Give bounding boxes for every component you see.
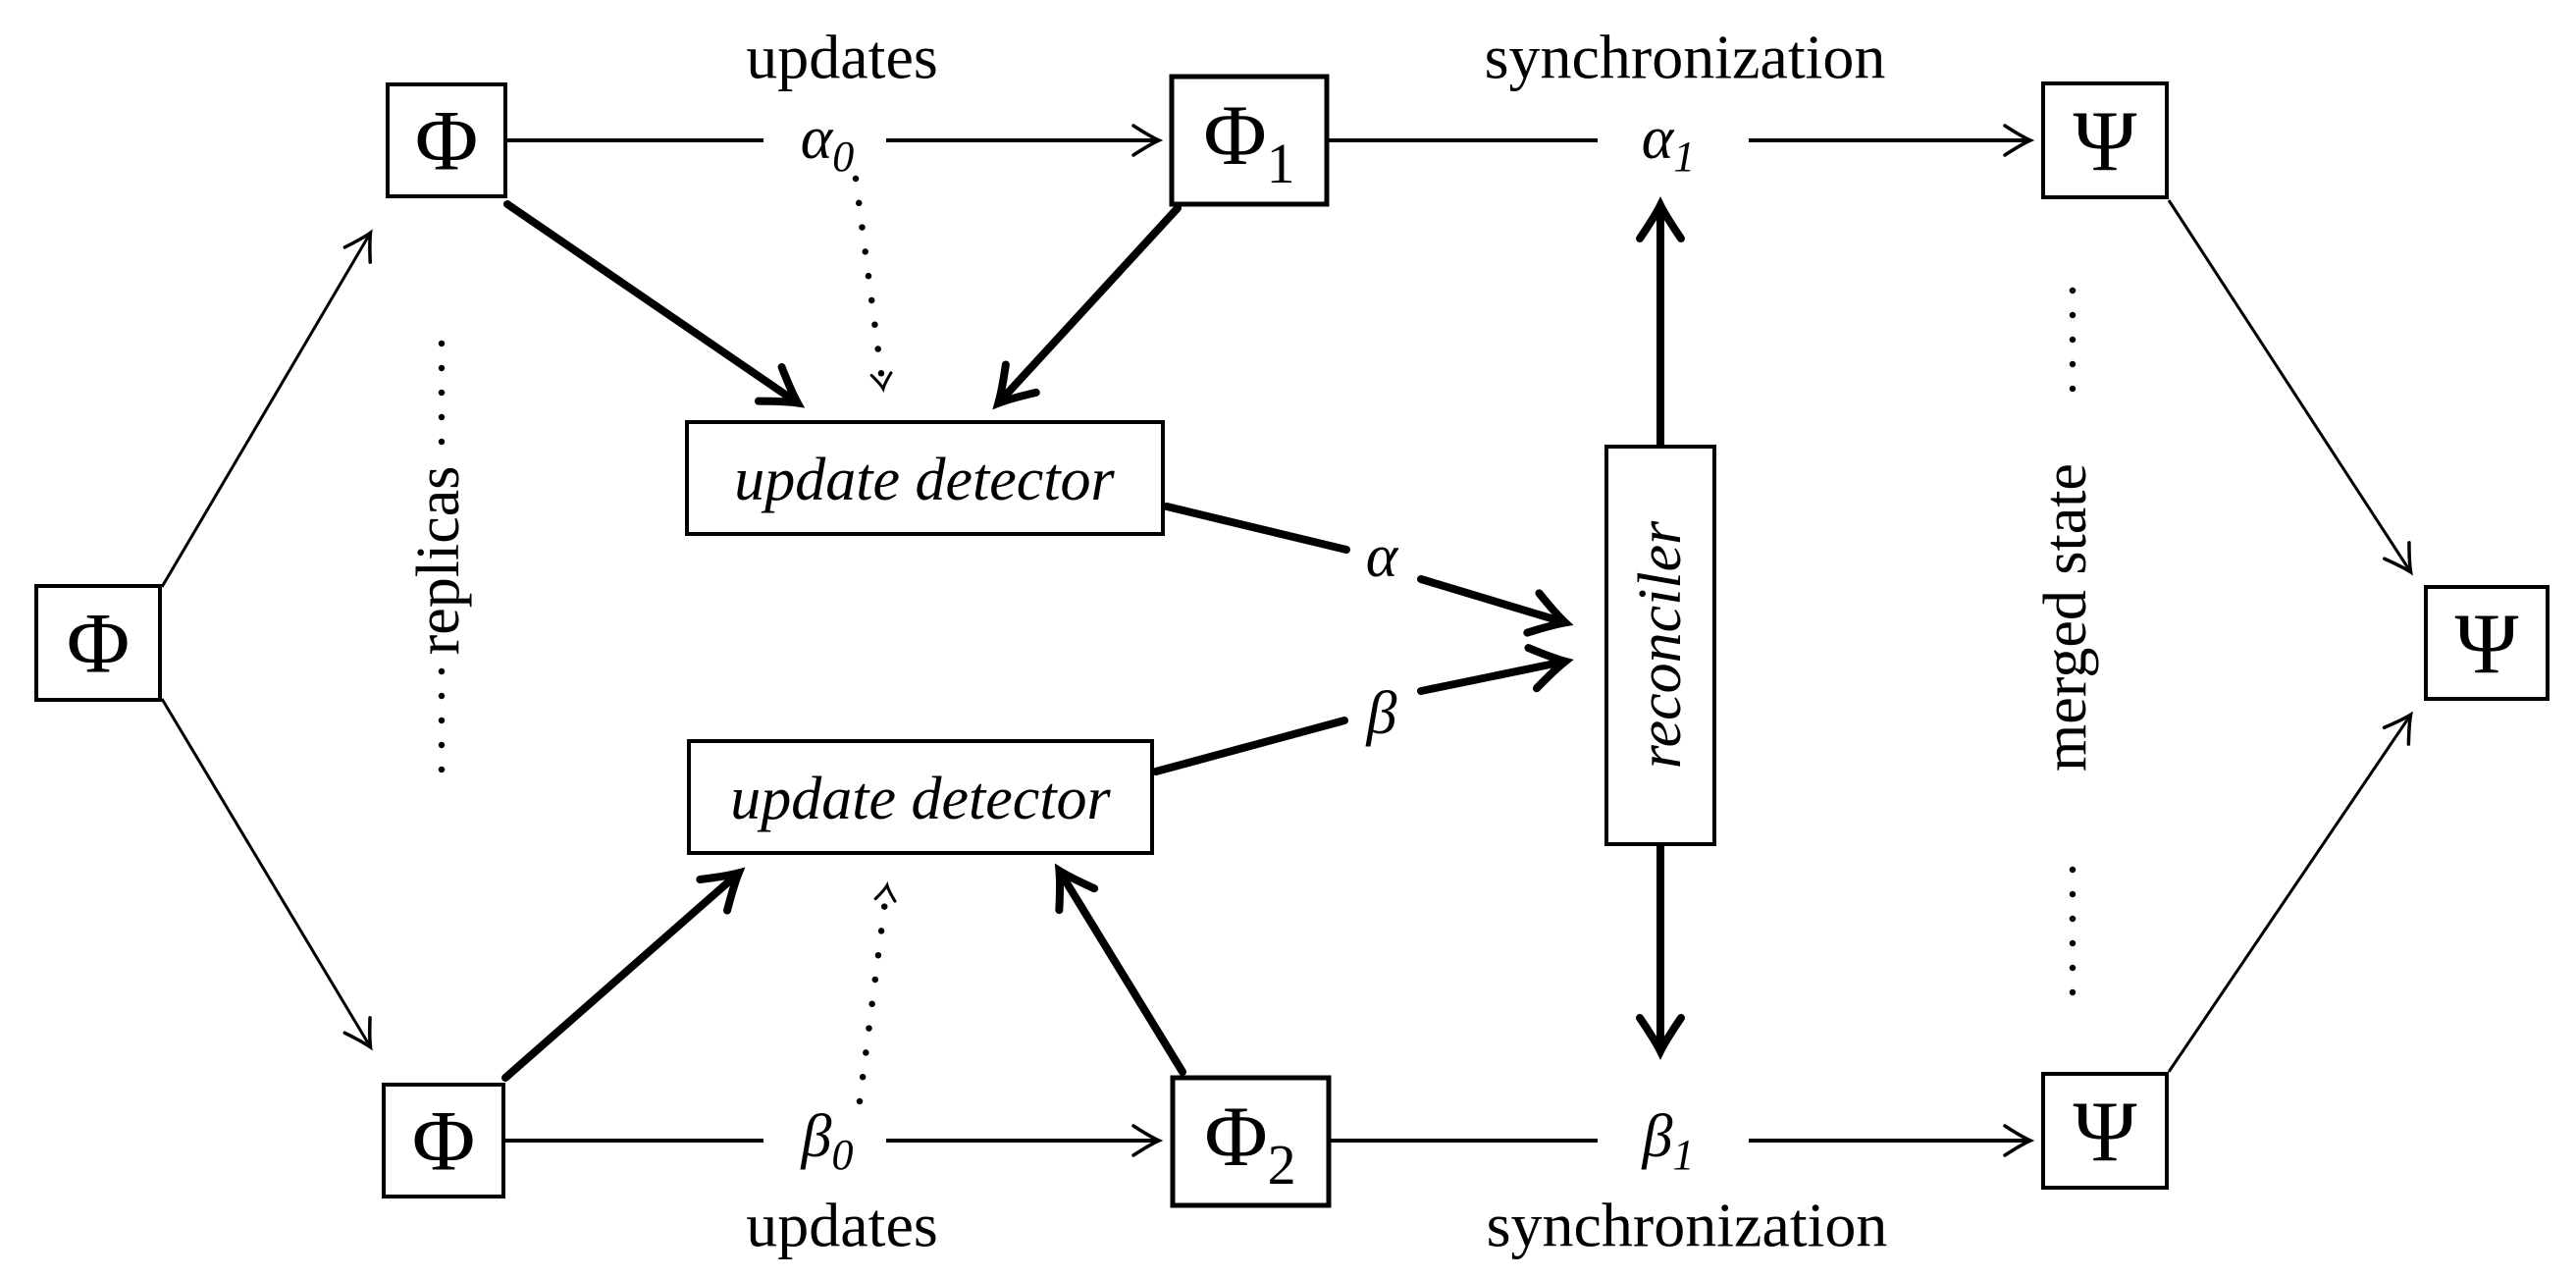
label-beta1: β1 (1642, 1103, 1695, 1179)
node-phi1 (1169, 74, 1330, 207)
edge-psi-top-to-merged (2167, 199, 2413, 576)
label-replica-top: Φ (415, 94, 478, 189)
edge-phi2-to-detector (1054, 863, 1186, 1076)
label-psi-top: Ψ (2074, 95, 2137, 190)
node-phi2 (1170, 1075, 1332, 1208)
caption-synchronization-bottom: synchronization (1487, 1191, 1888, 1260)
caption-updates-bottom: updates (746, 1191, 938, 1260)
node-replica-top (386, 82, 507, 198)
label-psi-merged: Ψ (2455, 598, 2519, 693)
label-phi2: Φ2 (1204, 1090, 1295, 1197)
edge-source-to-replica-top (160, 229, 373, 588)
node-replica-bottom (382, 1083, 505, 1198)
edge-psi-bottom-to-merged (2167, 711, 2413, 1073)
label-alpha0: α0 (801, 105, 855, 181)
node-psi-merged (2424, 585, 2550, 701)
label-update-detector-bottom: update detector (730, 766, 1111, 832)
edge-source-to-replica-bottom (160, 698, 373, 1051)
label-update-detector-top: update detector (734, 447, 1115, 513)
label-alpha1: α1 (1642, 105, 1696, 181)
label-phi1: Φ1 (1203, 88, 1294, 195)
node-psi-bottom (2041, 1072, 2169, 1190)
label-replica-bottom: Φ (412, 1094, 475, 1190)
caption-replicas: replicas (405, 466, 472, 656)
caption-merged-state: merged state (2032, 463, 2099, 772)
node-update-detector-bottom (687, 739, 1154, 855)
caption-synchronization-top: synchronization (1485, 23, 1886, 92)
label-beta0: β0 (801, 1103, 854, 1179)
node-update-detector-top (685, 420, 1165, 536)
edge-detector-bottom-to-beta (1152, 717, 1348, 775)
edge-detector-top-to-alpha (1163, 503, 1350, 554)
label-beta: β (1366, 680, 1397, 747)
node-source-state (34, 584, 162, 702)
label-source-state: Φ (67, 597, 130, 692)
label-reconciler: reconciler (1627, 520, 1694, 769)
edge-replica-bottom-to-detector (501, 867, 746, 1082)
edge-phi1-to-detector (992, 204, 1182, 410)
dotted-beta0-to-detector-bottom (856, 880, 897, 1105)
label-alpha: α (1366, 523, 1399, 590)
caption-updates-top: updates (746, 23, 938, 92)
dotted-alpha0-to-detector-top (852, 175, 893, 394)
edge-replica-top-to-detector (503, 200, 806, 408)
edge-alpha-to-reconciler (1417, 575, 1574, 637)
node-psi-top (2041, 81, 2169, 199)
label-psi-bottom: Ψ (2074, 1086, 2137, 1181)
edge-beta-to-reconciler (1417, 644, 1574, 695)
node-reconciler (1604, 445, 1716, 846)
